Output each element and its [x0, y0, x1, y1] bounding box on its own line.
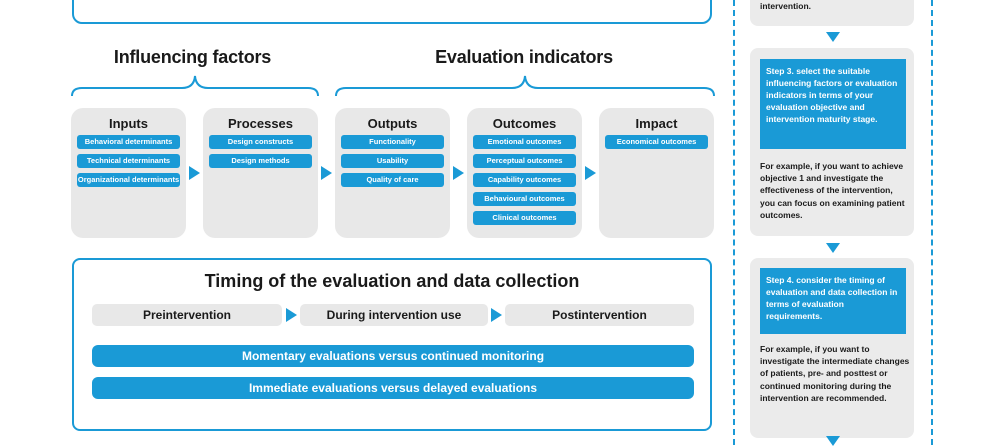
stage-outputs: Outputs Functionality Usability Quality …	[335, 108, 450, 238]
chip-perceptual-outcomes: Perceptual outcomes	[473, 154, 576, 168]
arrow-right-icon	[453, 166, 464, 180]
stage-inputs: Inputs Behavioral determinants Technical…	[71, 108, 186, 238]
chip-usability: Usability	[341, 154, 444, 168]
arrow-down-icon	[826, 243, 840, 253]
bar-immediate-vs-delayed: Immediate evaluations versus delayed eva…	[92, 377, 694, 399]
arrow-right-icon	[189, 166, 200, 180]
arrow-down-icon	[826, 32, 840, 42]
evaluation-indicators-title: Evaluation indicators	[435, 47, 613, 67]
steps-border-left	[733, 0, 735, 445]
step3-body: For example, if you want to achieve obje…	[760, 161, 905, 220]
stage-outputs-title: Outputs	[367, 116, 418, 131]
stage-impact: Impact Economical outcomes	[599, 108, 714, 238]
chip-capability-outcomes: Capability outcomes	[473, 173, 576, 187]
step2-tail-text: intervention.	[760, 1, 812, 11]
chip-clinical-outcomes: Clinical outcomes	[473, 211, 576, 225]
influencing-factors-title: Influencing factors	[113, 47, 272, 67]
step2-card	[750, 0, 914, 26]
arrow-right-icon	[321, 166, 332, 180]
phase-preintervention: Preintervention	[92, 304, 282, 326]
chip-behavioral-determinants: Behavioral determinants	[77, 135, 180, 149]
stage-outcomes: Outcomes Emotional outcomes Perceptual o…	[467, 108, 582, 238]
step4-heading: Step 4. consider the timing of evaluatio…	[760, 268, 906, 334]
arrow-right-icon	[491, 308, 502, 322]
stage-impact-title: Impact	[635, 116, 678, 131]
stage-processes: Processes Design constructs Design metho…	[203, 108, 318, 238]
top-section-box	[72, 0, 712, 24]
chip-functionality: Functionality	[341, 135, 444, 149]
step4-body: For example, if you want to investigate …	[760, 344, 910, 403]
chip-design-methods: Design methods	[209, 154, 312, 168]
phase-during-intervention: During intervention use	[300, 304, 488, 326]
evaluation-brace	[335, 75, 715, 97]
chip-design-constructs: Design constructs	[209, 135, 312, 149]
stage-outcomes-title: Outcomes	[492, 116, 557, 131]
chip-technical-determinants: Technical determinants	[77, 154, 180, 168]
bar-momentary-vs-continued: Momentary evaluations versus continued m…	[92, 345, 694, 367]
steps-border-right	[931, 0, 933, 445]
step3-heading: Step 3. select the suitable influencing …	[760, 59, 906, 149]
chip-quality-of-care: Quality of care	[341, 173, 444, 187]
timing-title: Timing of the evaluation and data collec…	[204, 271, 580, 291]
arrow-down-icon	[826, 436, 840, 446]
influencing-brace	[71, 75, 319, 97]
timing-box	[72, 258, 712, 431]
chip-economical-outcomes: Economical outcomes	[605, 135, 708, 149]
chip-behavioural-outcomes: Behavioural outcomes	[473, 192, 576, 206]
arrow-right-icon	[286, 308, 297, 322]
stage-inputs-title: Inputs	[109, 116, 148, 131]
chip-emotional-outcomes: Emotional outcomes	[473, 135, 576, 149]
stage-processes-title: Processes	[227, 116, 294, 131]
chip-organizational-determinants: Organizational determinants	[77, 173, 180, 187]
arrow-right-icon	[585, 166, 596, 180]
phase-postintervention: Postintervention	[505, 304, 694, 326]
